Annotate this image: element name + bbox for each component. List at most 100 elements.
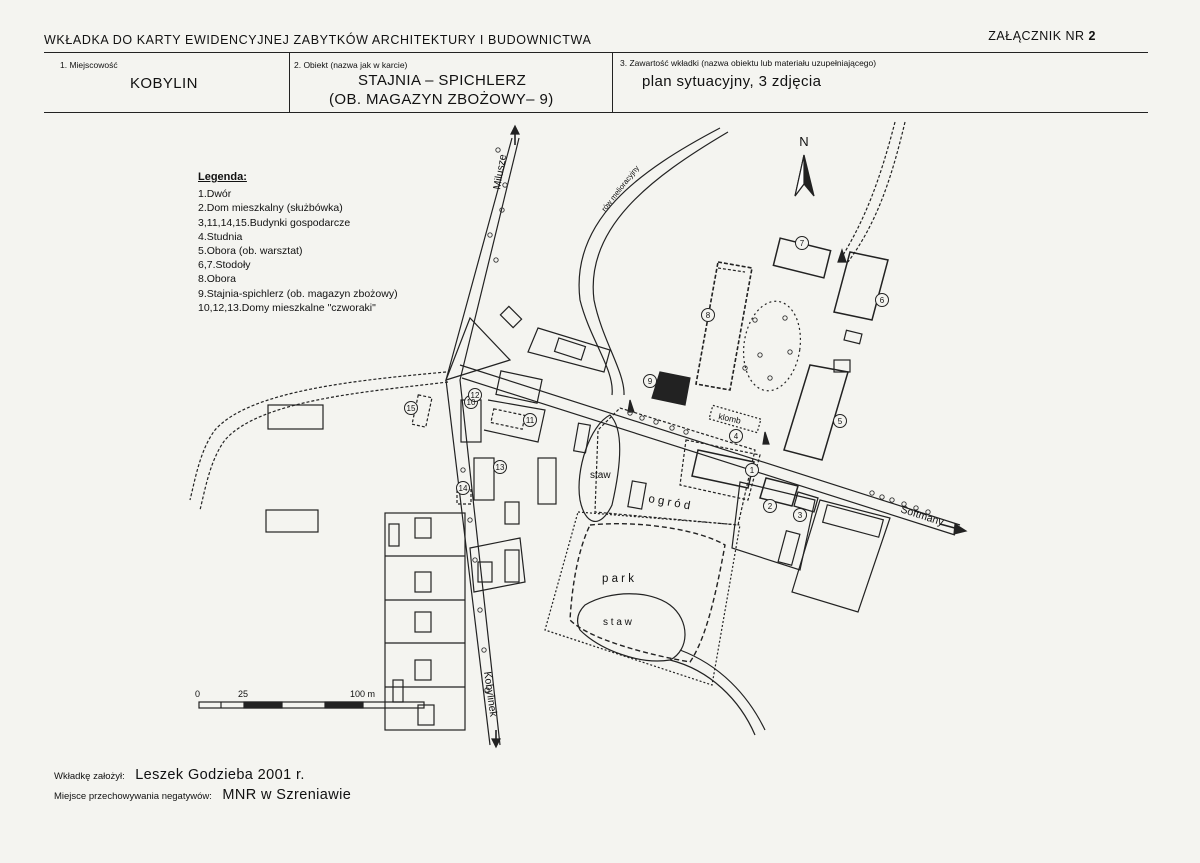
cell-divider-2	[612, 53, 613, 112]
header-rule-bottom	[44, 112, 1148, 113]
road-trees	[460, 147, 931, 693]
legend-item: 5.Obora (ob. warsztat)	[198, 245, 303, 258]
building-9-stajnia-spichlerz	[651, 371, 691, 406]
building-near-pond	[572, 422, 592, 454]
attachment-label-text: ZAŁĄCZNIK NR	[988, 29, 1085, 43]
building-number-4: 4	[734, 432, 739, 441]
allotment-house	[414, 611, 432, 633]
north-arrow-half	[794, 154, 805, 197]
dirt-road-west-1	[189, 371, 447, 501]
building-number-6: 6	[880, 296, 885, 305]
arrow-milusze-head	[510, 124, 520, 135]
arrow-garden-head	[627, 399, 635, 413]
building-3	[793, 491, 819, 513]
allotment-house	[414, 571, 432, 593]
object-value-line-2: (OB. MAGAZYN ZBOŻOWY– 9)	[329, 91, 554, 108]
building-number-2: 2	[768, 502, 773, 511]
garden-label: o g r ó d	[647, 493, 691, 512]
building-2-house	[759, 477, 799, 507]
building-number-markers	[404, 236, 889, 522]
arrow-softmany-head	[953, 522, 968, 535]
drainage-ditch	[578, 127, 721, 396]
building-number-15: 15	[407, 404, 416, 413]
building-west-2	[265, 509, 319, 533]
road-label-milusze: Milusze	[491, 153, 509, 190]
allotment-shed	[392, 679, 404, 703]
building-number-10: 10	[467, 398, 476, 407]
document-title: WKŁADKA DO KARTY EWIDENCYJNEJ ZABYTKÓW A…	[44, 33, 592, 47]
building-north-road	[553, 337, 587, 361]
building-plot-southeast-2	[821, 504, 885, 538]
scale-segment	[324, 701, 364, 709]
legend-item: 9.Stajnia-spichlerz (ob. magazyn zbożowy…	[198, 287, 398, 300]
dirt-road-west-2	[199, 381, 449, 511]
scale-zero: 0	[195, 689, 200, 699]
building-plot-southeast	[777, 529, 801, 567]
building-long-central	[537, 457, 557, 505]
building-number-1: 1	[750, 466, 755, 475]
storage-line: Miejsce przechowywania negatywów: MNR w …	[54, 786, 351, 804]
park-boundary	[544, 511, 741, 686]
road-softmany-north-edge	[459, 364, 961, 526]
legend-item: 8.Obora	[198, 273, 236, 286]
header-rule-top	[44, 52, 1148, 53]
legend: Legenda: 1.Dwór 2.Dom mieszkalny (służbó…	[198, 170, 398, 315]
building-plot-south-1	[477, 561, 493, 583]
building-number-7: 7	[800, 239, 805, 248]
arrow-kobylinek-head	[491, 738, 501, 749]
stream-edge	[679, 649, 766, 731]
attachment-number: 2	[1088, 29, 1096, 43]
park-label: p a r k	[602, 573, 634, 585]
building-5-cowshed	[783, 364, 849, 461]
allotment-shed	[388, 523, 400, 547]
building-number-9: 9	[648, 377, 653, 386]
building-number-12: 12	[471, 391, 480, 400]
plot-southeast-2	[791, 499, 891, 613]
legend-item: 6,7.Stodoły	[198, 259, 251, 272]
building-plot-south-2	[504, 549, 520, 583]
attachment-label: ZAŁĄCZNIK NR 2	[988, 29, 1096, 43]
plot-southeast-1	[731, 481, 816, 571]
drainage-ditch-edge	[592, 131, 729, 396]
allotment-grid	[384, 512, 466, 731]
allotment-house	[414, 659, 432, 681]
author-label: Wkładkę założył:	[54, 771, 125, 782]
arrow-northeast-head	[837, 248, 847, 263]
arrow-road-head	[762, 431, 770, 445]
building-small-east	[843, 329, 863, 345]
building-west-1	[267, 404, 324, 430]
plot-south-1	[469, 537, 526, 593]
pond-upper	[578, 414, 621, 523]
allotment-house	[417, 704, 435, 726]
legend-item: 4.Studnia	[198, 230, 243, 243]
building-8-part	[717, 267, 746, 273]
courtyard-oval	[742, 300, 802, 392]
pond-label-lower: s t a w	[603, 617, 633, 628]
legend-item: 10,12,13.Domy mieszkalne "czworaki"	[198, 301, 376, 314]
plot-10-11	[483, 399, 546, 443]
building-small-junction	[499, 305, 523, 329]
north-label: N	[799, 134, 808, 149]
storage-label: Miejsce przechowywania negatywów:	[54, 791, 212, 802]
content-value: plan sytuacyjny, 3 zdjęcia	[642, 73, 822, 90]
place-label: 1. Miejscowość	[60, 60, 118, 70]
building-5-annex	[833, 359, 851, 373]
dirt-road-northeast-2	[847, 121, 906, 263]
content-label: 3. Zawartość wkładki (nazwa obiektu lub …	[620, 58, 877, 68]
scale-segment	[243, 701, 283, 709]
dirt-road-northeast-1	[839, 121, 896, 261]
object-label: 2. Obiekt (nazwa jak w karcie)	[294, 60, 408, 70]
road-kobylinek-east-edge	[459, 137, 520, 746]
building-6-barn	[833, 251, 889, 321]
garden-shed	[627, 480, 647, 510]
building-8	[695, 261, 753, 391]
ditch-label: rów melioracyjny	[599, 163, 641, 213]
manor-yard	[679, 439, 761, 501]
building-number-8: 8	[706, 311, 711, 320]
pond-label-upper: staw	[590, 470, 611, 481]
building-number-3: 3	[798, 511, 803, 520]
allotment-house	[414, 517, 432, 539]
building-number-13: 13	[496, 463, 505, 472]
building-11	[490, 408, 526, 430]
